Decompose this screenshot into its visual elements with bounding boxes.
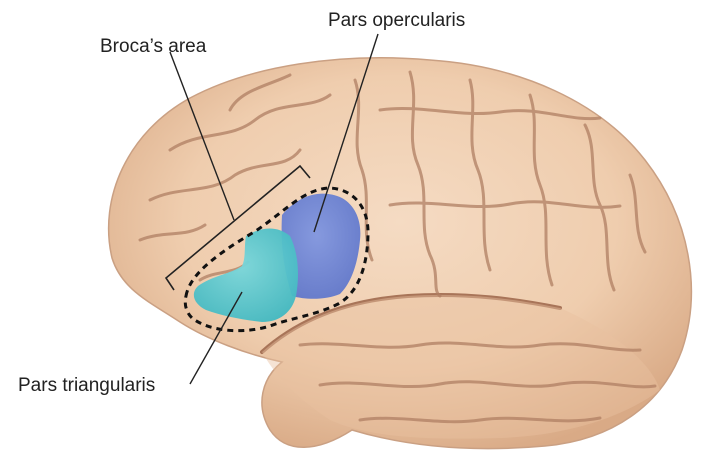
pars-opercularis-label: Pars opercularis bbox=[328, 10, 465, 31]
broca-area-label: Broca’s area bbox=[100, 36, 207, 57]
pars-triangularis-label: Pars triangularis bbox=[18, 375, 155, 396]
